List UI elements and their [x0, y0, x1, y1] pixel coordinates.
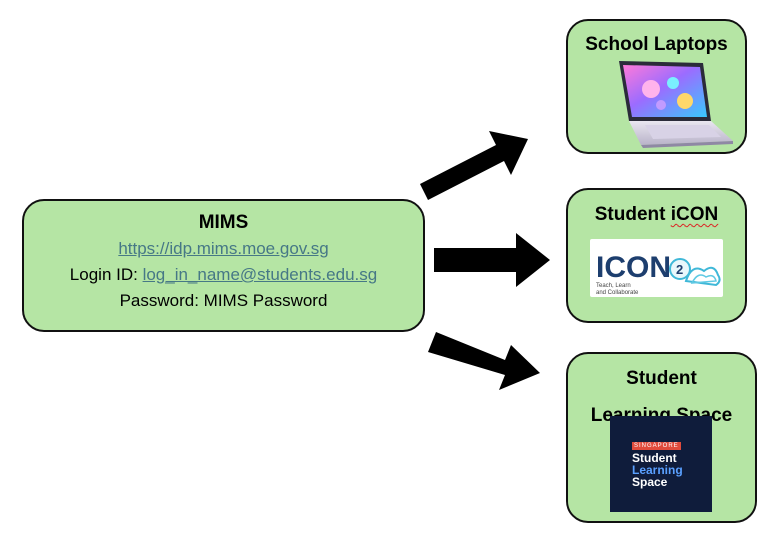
icon-logo: ICON 2 Teach, Learn and Collaborate: [590, 239, 723, 297]
svg-text:2: 2: [676, 262, 683, 277]
login-id-line: Login ID: log_in_name@students.edu.sg: [24, 262, 423, 288]
sls-logo-word-2: Learning: [632, 463, 683, 477]
mims-box: MIMS https://idp.mims.moe.gov.sg Login I…: [22, 199, 425, 332]
login-id-label: Login ID:: [69, 265, 143, 284]
sls-logo-word-3: Space: [632, 475, 668, 489]
sls-logo-word-1: Student: [632, 451, 677, 465]
icon-logo-art: ICON 2 Teach, Learn and Collaborate: [596, 251, 721, 296]
icon-logo-sub-1: Teach, Learn: [596, 283, 631, 289]
student-icon-title-prefix: Student: [594, 204, 671, 225]
student-icon-title-flagged: iCON: [670, 204, 719, 225]
arrow-to-icon: [434, 233, 550, 287]
mims-url-link[interactable]: https://idp.mims.moe.gov.sg: [118, 239, 329, 258]
password-line: Password: MIMS Password: [119, 291, 328, 310]
mims-title: MIMS: [198, 212, 249, 233]
sls-logo-tag: SINGAPORE: [632, 442, 681, 450]
arrow-to-sls: [428, 332, 540, 390]
student-icon-box: Student iCON ICON 2 Teach, Learn and Col…: [566, 188, 747, 323]
student-icon-title: Student iCON: [568, 202, 745, 227]
sls-logo: SINGAPORE Student Learning Space: [610, 416, 712, 512]
icon-logo-text: ICON: [596, 251, 671, 284]
school-laptops-box: School Laptops: [566, 19, 747, 154]
sls-title-line-1: Student: [626, 368, 697, 389]
student-learning-space-box: Student Learning Space SINGAPORE Student…: [566, 352, 757, 523]
school-laptops-title: School Laptops: [585, 34, 728, 55]
laptop-icon: [619, 61, 733, 148]
login-id-value[interactable]: log_in_name@students.edu.sg: [142, 265, 378, 284]
mims-url-line: https://idp.mims.moe.gov.sg: [24, 236, 423, 262]
icon-logo-sub-2: and Collaborate: [596, 290, 639, 296]
arrow-to-laptops: [420, 131, 528, 200]
